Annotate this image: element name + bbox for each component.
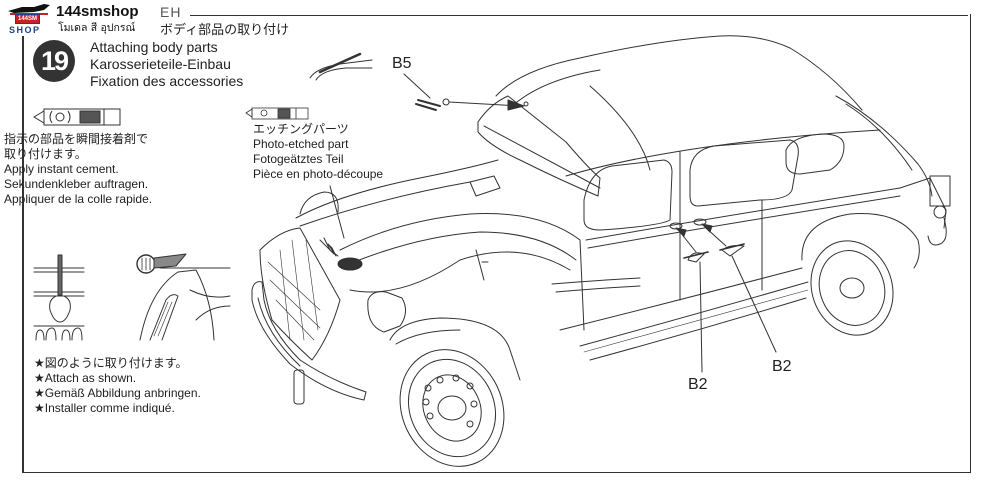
attach-note-fr: ★Installer comme indiqué. [34,401,175,415]
photo-etched-fr: Pièce en photo-découpe [253,167,384,181]
step-title-ja: ボディ部品の取り付け [160,23,290,38]
cement-instruction-en: Apply instant cement. [4,162,119,176]
car-body-drawing [251,35,951,467]
attach-note-ja: ★図のように取り付けます。 [34,356,188,370]
cement-instruction-ja-2: 取り付けます。 [4,147,87,161]
cement-instruction-fr: Appliquer de la colle rapide. [4,192,153,206]
photo-etched-legend: エッチングパーツ Photo-etched part Fotogeätztes … [253,122,383,182]
cement-instruction-de: Sekundenkleber auftragen. [4,177,149,191]
attach-note-de: ★Gemäß Abbildung anbringen. [34,386,201,400]
part-label-b2-rear: B2 [772,358,792,375]
step-title-en: Attaching body parts [90,39,218,55]
partial-section-heading: EH [160,4,182,20]
shop-badge-text: SHOP [9,25,41,35]
attach-note-en: ★Attach as shown. [34,371,137,385]
cement-instruction: 指示の部品を瞬間接着剤で 取り付けます。 Apply instant cemen… [4,132,152,207]
header-rule [190,15,968,16]
step-frame [22,14,971,473]
step-title-de: Karosserieteile-Einbau [90,56,231,72]
attach-note: ★図のように取り付けます。 ★Attach as shown. ★Gemäß A… [34,356,201,416]
photo-etched-leader-line [329,185,345,239]
wiper-part-b5 [309,52,529,111]
wiper-detail-side-view [33,254,85,341]
shop-plaque: 144SM [15,14,41,24]
step-title-block: ボディ部品の取り付け Attaching body parts Karosser… [90,22,289,90]
shop-tagline: โมเดล สี อุปกรณ์ [58,22,136,34]
hood-ornament-detail [136,253,231,341]
shop-watermark: 144SM SHOP 144smshop โมเดล สี อุปกรณ์ [4,2,154,36]
door-handle-parts-b2 [669,218,777,373]
step-number-badge: 19 [33,40,75,82]
part-label-b2-front: B2 [688,376,708,393]
photo-etched-ja: エッチングパーツ [253,122,349,136]
part-label-b5: B5 [392,55,412,72]
step-title-fr: Fixation des accessories [90,73,244,89]
photo-etched-de: Fotogeätztes Teil [253,152,344,166]
photo-etched-en: Photo-etched part [253,137,349,151]
cement-instruction-ja-1: 指示の部品を瞬間接着剤で [4,132,149,146]
shop-brand-name: 144smshop [56,3,139,20]
